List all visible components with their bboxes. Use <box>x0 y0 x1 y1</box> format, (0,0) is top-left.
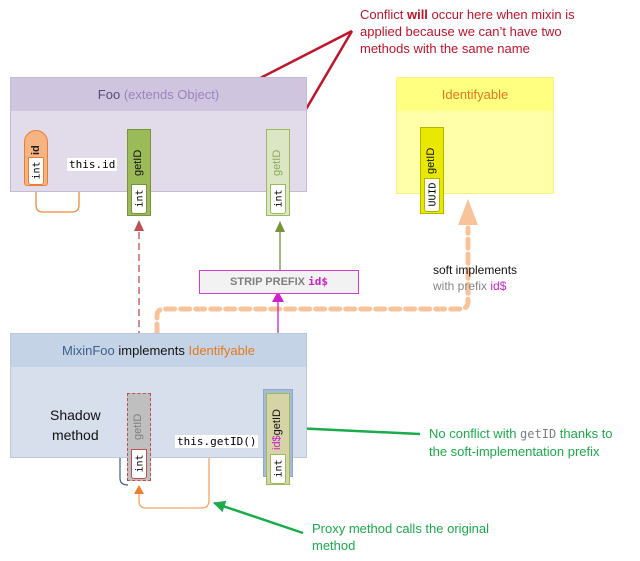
class-mixinfoo-keyword: implements <box>118 343 185 358</box>
strip-prefix-label: STRIP PREFIX <box>230 276 306 288</box>
conflict-note-line1-rest: occur here when mixin is <box>427 7 575 22</box>
no-conflict-prefix: No conflict with <box>429 426 521 441</box>
foo-incoming-getid-type: int <box>273 189 285 208</box>
no-conflict-line1-rest: thanks to <box>556 426 613 441</box>
strip-prefix-box: STRIP PREFIX id$ <box>199 270 359 294</box>
soft-implements-prefix-code: id$ <box>490 279 507 293</box>
shadow-label-line2: method <box>51 427 99 443</box>
no-conflict-arrow <box>293 422 421 436</box>
shadow-getid-type: int <box>134 454 146 473</box>
class-foo-extends: (extends Object) <box>123 87 220 102</box>
soft-implements-prefix-text: with prefix <box>433 279 491 293</box>
foo-getid-method[interactable]: getID int <box>127 129 151 216</box>
field-id-type: int <box>31 161 43 180</box>
conflict-note-prefix: Conflict <box>360 7 407 22</box>
interface-identifyable-name: Identifyable <box>441 87 509 102</box>
foo-getid-name: getID <box>132 149 144 176</box>
shadow-getid-name: getID <box>132 413 144 440</box>
soft-implements-arrowhead <box>458 199 478 225</box>
conflict-note: Conflict will occur here when mixin is a… <box>360 6 575 57</box>
no-conflict-line2: the soft-implementation prefix <box>429 444 600 459</box>
class-foo-header: Foo (extends Object) <box>11 78 306 111</box>
identifyable-getid-type-box: UUID <box>424 178 440 212</box>
no-conflict-code: getID <box>520 427 557 441</box>
prefixed-getid-method[interactable]: id$getID int <box>266 393 290 485</box>
class-mixinfoo-interface: Identifyable <box>188 343 255 358</box>
identifyable-getid-name: getID <box>425 147 437 174</box>
prefixed-getid-type: int <box>273 459 285 478</box>
conflict-note-line3: methods with the same name <box>360 41 530 56</box>
foo-incoming-getid-method[interactable]: getID int <box>266 129 290 216</box>
soft-implements-connector <box>154 225 471 336</box>
strip-prefix-code: id$ <box>308 275 328 288</box>
foo-incoming-getid-name: getID <box>271 149 283 176</box>
class-foo-body <box>11 111 306 191</box>
soft-implements-line1: soft implements <box>433 263 518 277</box>
class-mixinfoo: MixinFoo implements Identifyable <box>10 333 307 458</box>
proxy-note-line2: method <box>312 538 356 553</box>
prefixed-getid-type-box: int <box>270 454 286 484</box>
class-foo: Foo (extends Object) <box>10 77 307 192</box>
class-mixinfoo-header: MixinFoo implements Identifyable <box>11 334 306 367</box>
shadow-getid-type-box: int <box>131 449 147 479</box>
soft-implements-label: soft implements with prefix id$ <box>433 262 517 294</box>
proxy-note-line1: Proxy method calls the original <box>312 521 490 536</box>
field-access-label: this.id <box>67 158 118 171</box>
proxy-arrow <box>213 500 304 535</box>
conflict-note-bold: will <box>406 7 428 22</box>
field-id-type-box: int <box>28 157 44 185</box>
proxy-call-label: this.getID() <box>175 435 259 448</box>
class-foo-name: Foo <box>97 87 121 102</box>
foo-getid-type-box: int <box>131 184 147 214</box>
shadow-label-line1: Shadow <box>50 407 101 423</box>
interface-identifyable-header: Identifyable <box>397 78 553 111</box>
proxy-note: Proxy method calls the original method <box>312 520 489 554</box>
foo-getid-type: int <box>134 189 146 208</box>
identifyable-getid-type: UUID <box>427 182 439 207</box>
shadow-getid-method[interactable]: getID int <box>127 393 151 481</box>
no-conflict-note: No conflict with getID thanks to the sof… <box>429 425 613 460</box>
shadow-method-label: Shadow method <box>50 405 101 445</box>
prefixed-getid-prefix: id$ <box>271 435 283 450</box>
field-id[interactable]: id int <box>24 130 48 186</box>
conflict-note-line2: applied because we can’t have two <box>360 24 562 39</box>
class-mixinfoo-name: MixinFoo <box>62 343 115 358</box>
identifyable-getid-method[interactable]: getID UUID <box>420 127 444 214</box>
prefixed-getid-name: id$getID <box>271 409 283 450</box>
foo-incoming-getid-type-box: int <box>270 184 286 214</box>
prefixed-getid-base: getID <box>271 409 283 436</box>
